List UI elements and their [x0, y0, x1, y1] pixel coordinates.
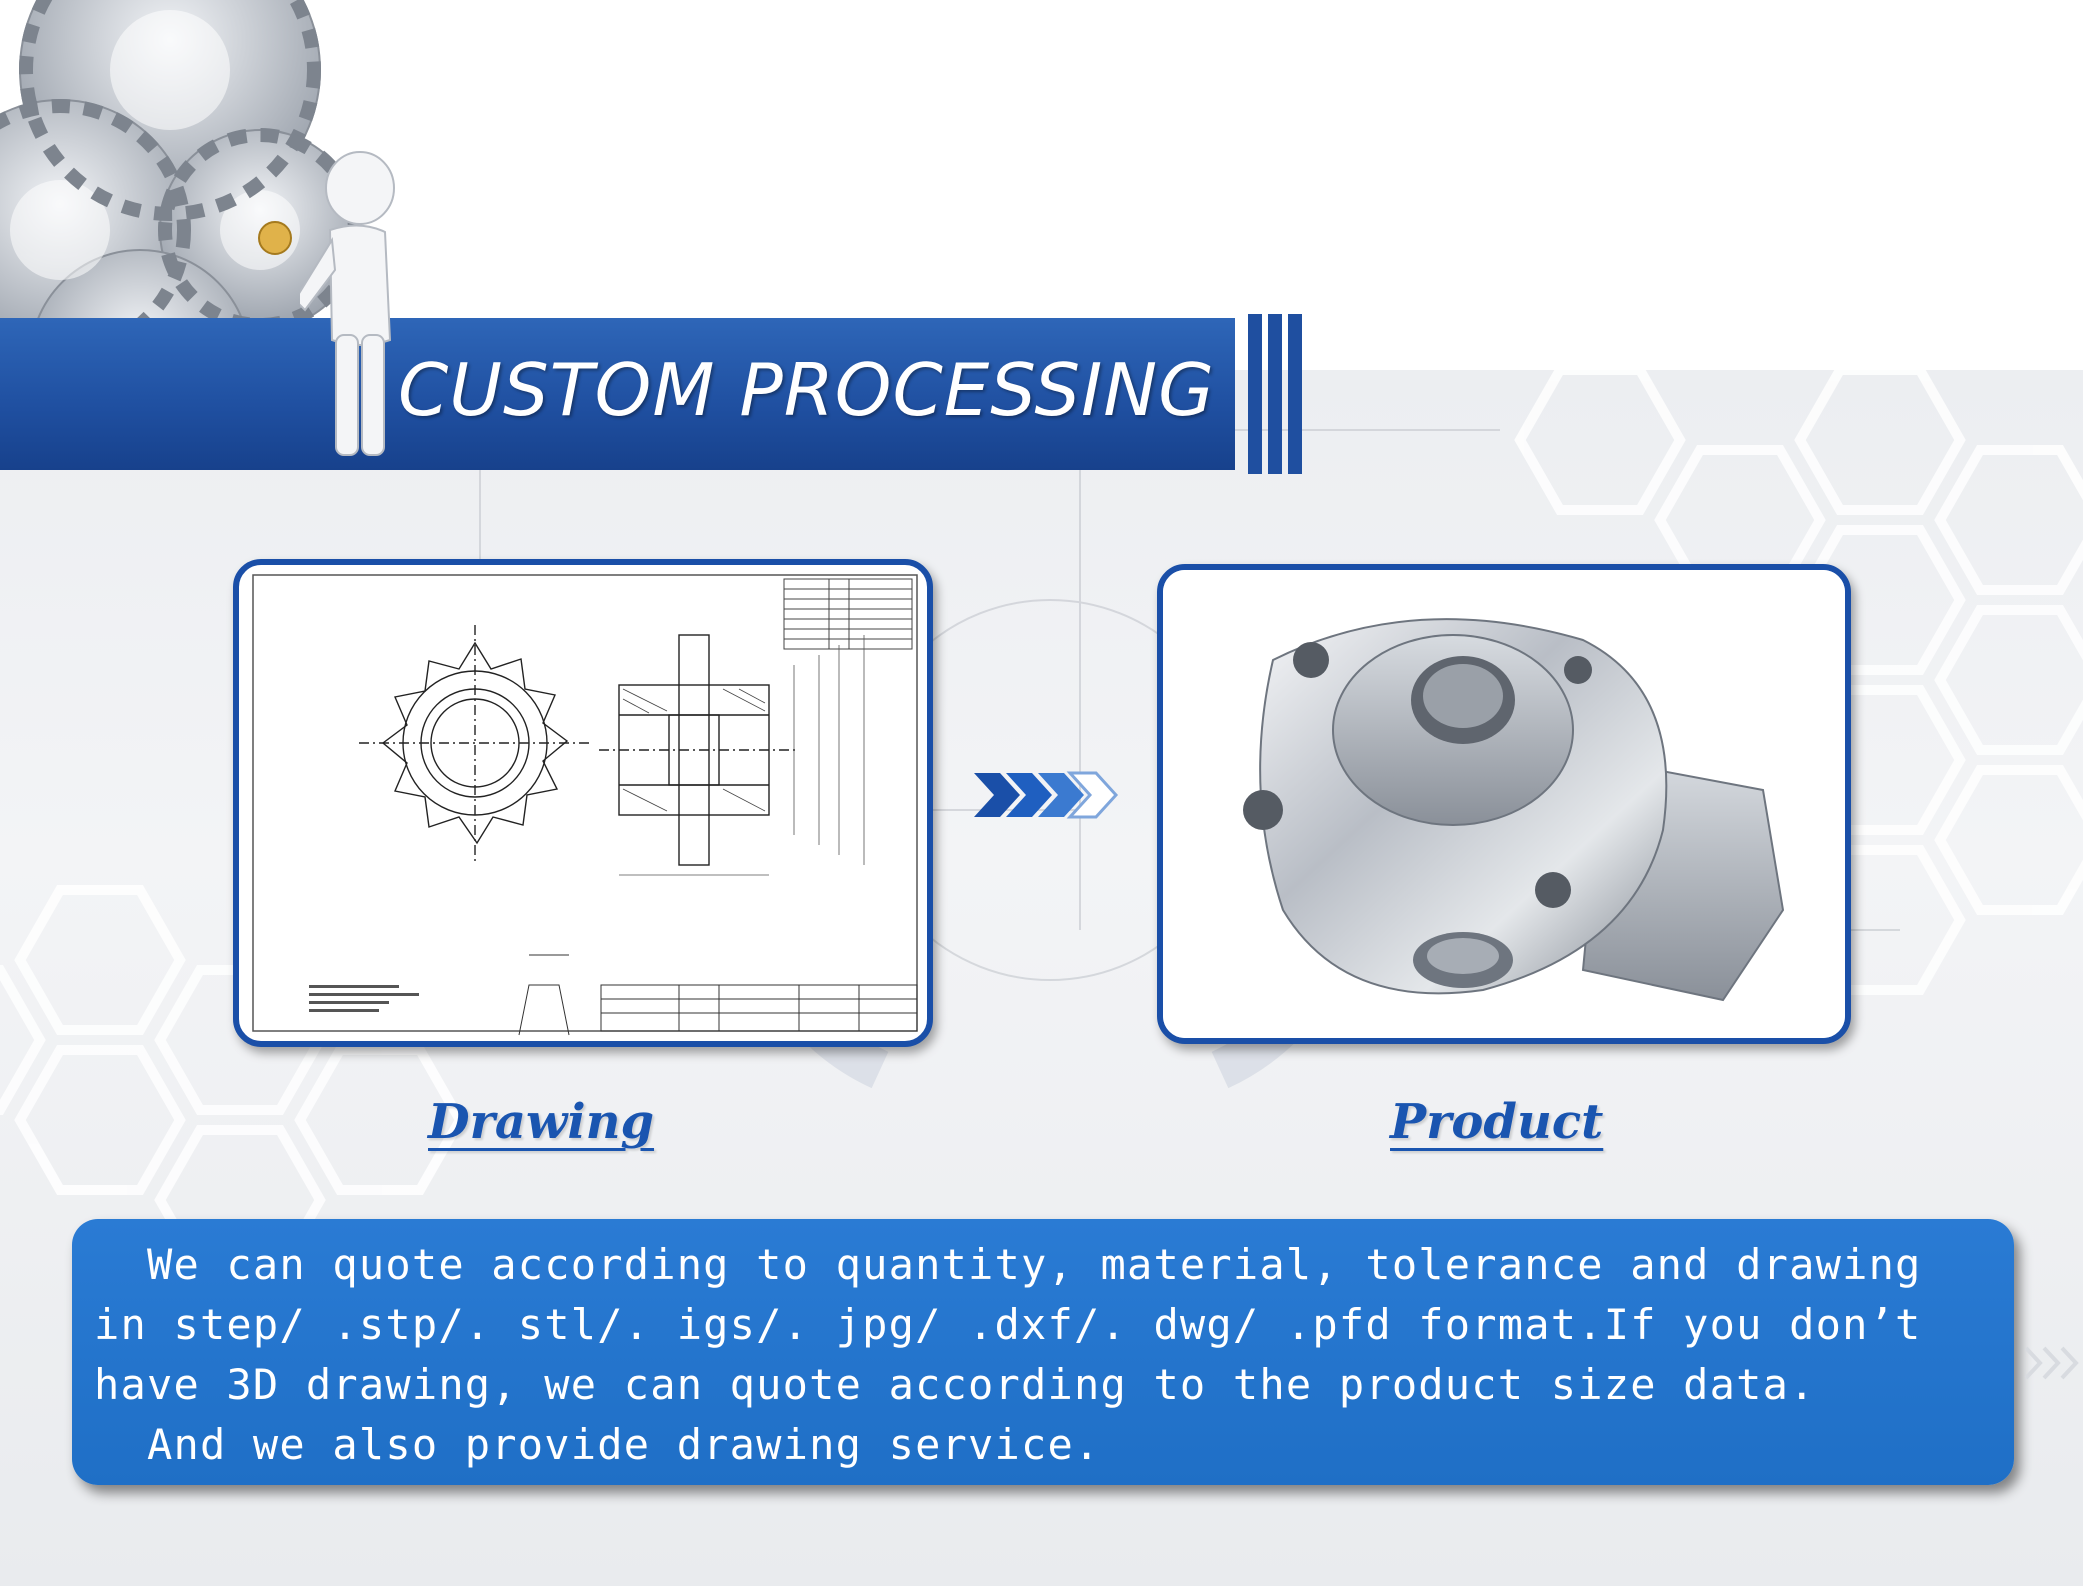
description-line: have 3D drawing, we can quote according …	[94, 1360, 1816, 1409]
description-line: We can quote according to quantity, mate…	[94, 1240, 1922, 1289]
product-panel	[1157, 564, 1851, 1044]
title-banner	[0, 318, 1235, 470]
decorative-chevron-icon	[2024, 1346, 2079, 1380]
banner-stripe	[1288, 314, 1302, 474]
white-figure-illustration	[300, 151, 395, 456]
technical-drawing-image	[252, 574, 918, 1036]
chevron-right-icon	[974, 771, 1119, 819]
page-title: CUSTOM PROCESSING	[398, 348, 1215, 432]
drawing-caption: Drawing	[428, 1094, 655, 1150]
banner-stripe	[1268, 314, 1282, 474]
banner-stripe	[1248, 314, 1262, 474]
product-image	[1163, 570, 1845, 1038]
description-line: in step/ .stp/. stl/. igs/. jpg/ .dxf/. …	[94, 1300, 1922, 1349]
drawing-panel	[233, 559, 933, 1047]
description-line: And we also provide drawing service.	[94, 1420, 1101, 1469]
product-caption: Product	[1390, 1094, 1604, 1150]
description-box: We can quote according to quantity, mate…	[72, 1219, 2014, 1485]
